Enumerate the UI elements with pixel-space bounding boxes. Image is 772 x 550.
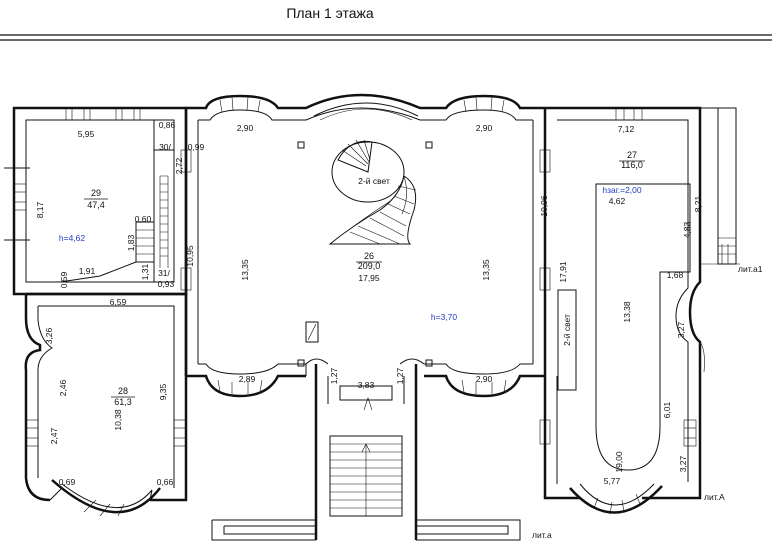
room-26-area: 209,0	[358, 261, 381, 271]
dim-093: 0,93	[158, 279, 175, 289]
room-28-area: 61,3	[114, 397, 132, 407]
dim-1096: 10,96	[539, 195, 549, 217]
dim-272: 2,72	[174, 157, 184, 174]
dim-246: 2,46	[58, 379, 68, 396]
dim-1900: 19,00	[614, 451, 624, 473]
dim-289: 2,89	[239, 374, 256, 384]
dim-935: 9,35	[158, 383, 168, 400]
dim-1338: 13,38	[622, 301, 632, 323]
header-rules	[0, 34, 772, 41]
dim-595: 5,95	[78, 129, 95, 139]
dim-168: 1,68	[667, 270, 684, 280]
dim-1038: 10,38	[113, 409, 123, 431]
room-29-area: 47,4	[87, 200, 105, 210]
dim-1335-right: 13,35	[481, 259, 491, 281]
dim-817: 8,17	[35, 201, 45, 218]
dim-060: 0,60	[135, 214, 152, 224]
dim-1795: 17,95	[358, 273, 380, 283]
spiral-staircase	[328, 139, 417, 245]
page-title: План 1 этажа	[286, 5, 374, 21]
dim-31: 31/	[158, 268, 170, 278]
room-26-second-light: 2-й свет	[358, 176, 390, 186]
room-27-height: hзаг.=2,00	[602, 185, 642, 195]
room-27-number: 27	[627, 150, 637, 160]
room-26-height: h=3,70	[431, 312, 458, 322]
liter-A: лит.А	[704, 492, 725, 502]
dim-30: 30/	[159, 142, 171, 152]
dim-069: 0,69	[59, 477, 76, 487]
dim-127-left: 1,27	[329, 367, 339, 384]
dim-462: 4,62	[609, 196, 626, 206]
dim-327-upper: 3,27	[676, 321, 686, 338]
dim-290-top-right: 2,90	[476, 123, 493, 133]
room-27-walls	[539, 106, 740, 515]
dim-326: 3,26	[44, 327, 54, 344]
room-28-walls	[24, 292, 188, 517]
dim-059: 0,59	[59, 271, 69, 288]
dim-183: 1,83	[126, 234, 136, 251]
dim-383: 3,83	[358, 380, 375, 390]
room-29-number: 29	[91, 188, 101, 198]
room-29-height: h=4,62	[59, 233, 86, 243]
dim-131: 1,31	[140, 263, 150, 280]
dim-086: 0,86	[159, 120, 176, 130]
dim-1095: 10,95	[185, 245, 195, 267]
dim-483: 4,83	[682, 221, 692, 238]
dim-066: 0,66	[157, 477, 174, 487]
liter-a: лит.а	[532, 530, 552, 540]
dim-712: 7,12	[618, 124, 635, 134]
dim-127-right: 1,27	[395, 367, 405, 384]
room-28-number: 28	[118, 386, 128, 396]
dim-191: 1,91	[79, 266, 96, 276]
room-27-second-light: 2-й свет	[562, 314, 572, 346]
liter-a1: лит.а1	[738, 264, 763, 274]
dim-1791: 17,91	[558, 261, 568, 283]
dim-821: 8,21	[693, 195, 703, 212]
dim-247: 2,47	[49, 427, 59, 444]
room-26-walls	[180, 93, 551, 541]
dim-099: 0,99	[188, 142, 205, 152]
dim-601: 6,01	[662, 401, 672, 418]
room-27-area: 116,0	[621, 160, 643, 170]
dim-290-bottom: 2,90	[476, 374, 493, 384]
dim-327-lower: 3,27	[678, 455, 688, 472]
dim-290-top-left: 2,90	[237, 123, 254, 133]
room-26-number: 26	[364, 251, 374, 261]
dim-1335-left: 13,35	[240, 259, 250, 281]
dim-659: 6,59	[110, 297, 127, 307]
dim-577: 5,77	[604, 476, 621, 486]
